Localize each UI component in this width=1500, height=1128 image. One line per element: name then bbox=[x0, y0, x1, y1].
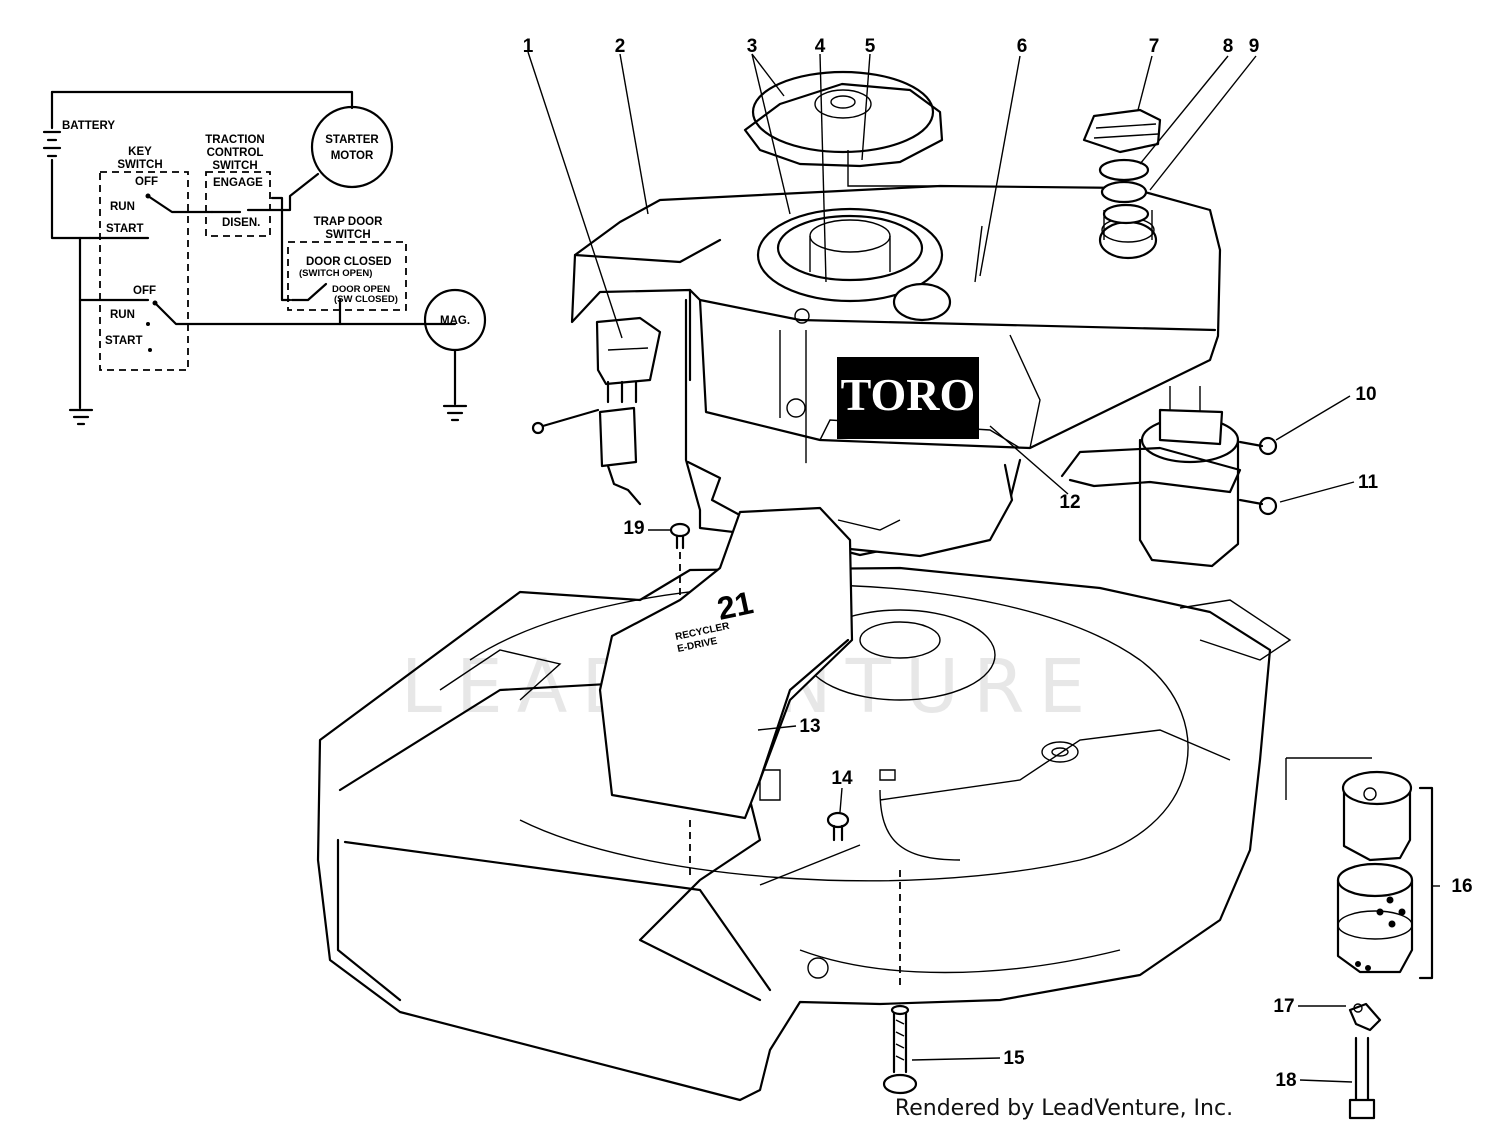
callout-numbers: 1 2 3 4 5 6 7 8 9 10 11 12 13 14 15 16 1… bbox=[523, 36, 1473, 1091]
key-start-top: START bbox=[106, 223, 143, 235]
key-switch-label-1: KEY bbox=[128, 146, 152, 158]
callout-16: 16 bbox=[1451, 876, 1472, 897]
electric-starter bbox=[1060, 386, 1278, 568]
callout-11: 11 bbox=[1358, 472, 1379, 493]
engine-assembly: TORO bbox=[570, 70, 1222, 558]
callout-18: 18 bbox=[1275, 1070, 1296, 1091]
key-run-bottom: RUN bbox=[110, 309, 135, 321]
key-off-top: OFF bbox=[135, 176, 158, 188]
callout-15: 15 bbox=[1003, 1048, 1025, 1069]
callout-17: 17 bbox=[1273, 996, 1294, 1017]
discharge-shield: 21 RECYCLER E-DRIVE bbox=[598, 506, 854, 820]
ground-symbol-left bbox=[68, 408, 94, 426]
callout-6: 6 bbox=[1017, 36, 1028, 57]
magneto-label: MAG. bbox=[440, 315, 470, 327]
footer-credit: Rendered by LeadVenture, Inc. bbox=[895, 1096, 1233, 1121]
callout-10: 10 bbox=[1355, 384, 1376, 405]
traction-label-2: CONTROL bbox=[207, 147, 264, 159]
callout-14: 14 bbox=[831, 768, 853, 789]
starter-motor-symbol: STARTER MOTOR bbox=[310, 105, 394, 189]
switch-bracket bbox=[531, 316, 662, 506]
key-run-top: RUN bbox=[110, 201, 135, 213]
battery-symbol bbox=[42, 130, 62, 158]
trap-door-closed: DOOR CLOSED bbox=[306, 256, 392, 268]
key-switch-label-2: SWITCH bbox=[117, 159, 162, 171]
deck-bolt bbox=[882, 1004, 918, 1095]
trap-door-open: DOOR OPEN bbox=[332, 284, 390, 295]
callout-5: 5 bbox=[865, 36, 876, 57]
decal-number: 21 bbox=[714, 584, 756, 627]
callout-8: 8 bbox=[1223, 36, 1234, 57]
key-switch-box bbox=[99, 171, 189, 371]
toro-badge bbox=[837, 357, 979, 439]
screw-14 bbox=[826, 811, 850, 842]
engine-brand: TORO bbox=[841, 369, 976, 420]
traction-disen: DISEN. bbox=[222, 217, 260, 229]
trap-door-switch-open: (SWITCH OPEN) bbox=[299, 268, 372, 279]
blade-adapter bbox=[1285, 757, 1434, 1120]
magneto-symbol: MAG. bbox=[423, 288, 487, 422]
trap-door-sw-closed: (SW CLOSED) bbox=[334, 294, 398, 305]
traction-engage: ENGAGE bbox=[213, 177, 263, 189]
trap-door-switch-box bbox=[287, 241, 407, 311]
key-start-bottom: START bbox=[105, 335, 142, 347]
wiring-schematic: BATTERY STARTER MOTOR KEY SWITCH OFF RUN… bbox=[42, 90, 487, 426]
trap-door-label-1: TRAP DOOR bbox=[314, 216, 383, 228]
callout-12: 12 bbox=[1059, 492, 1080, 513]
callout-4: 4 bbox=[815, 36, 826, 57]
screw-19 bbox=[669, 522, 691, 600]
starter-motor-label-1: STARTER bbox=[325, 134, 379, 146]
trap-door-label-2: SWITCH bbox=[325, 229, 370, 241]
traction-label-1: TRACTION bbox=[205, 134, 264, 146]
key-off-bottom: OFF bbox=[133, 285, 156, 297]
callout-13: 13 bbox=[799, 716, 820, 737]
leader-lines bbox=[527, 51, 1440, 1083]
callout-1: 1 bbox=[523, 36, 534, 57]
callout-19: 19 bbox=[623, 518, 644, 539]
callout-3: 3 bbox=[747, 36, 758, 57]
callout-9: 9 bbox=[1249, 36, 1260, 57]
callout-7: 7 bbox=[1149, 36, 1160, 57]
callout-2: 2 bbox=[615, 36, 626, 57]
traction-label-3: SWITCH bbox=[212, 160, 257, 172]
traction-switch-box bbox=[205, 171, 271, 237]
battery-label: BATTERY bbox=[62, 120, 115, 132]
starter-motor-label-2: MOTOR bbox=[331, 150, 374, 162]
